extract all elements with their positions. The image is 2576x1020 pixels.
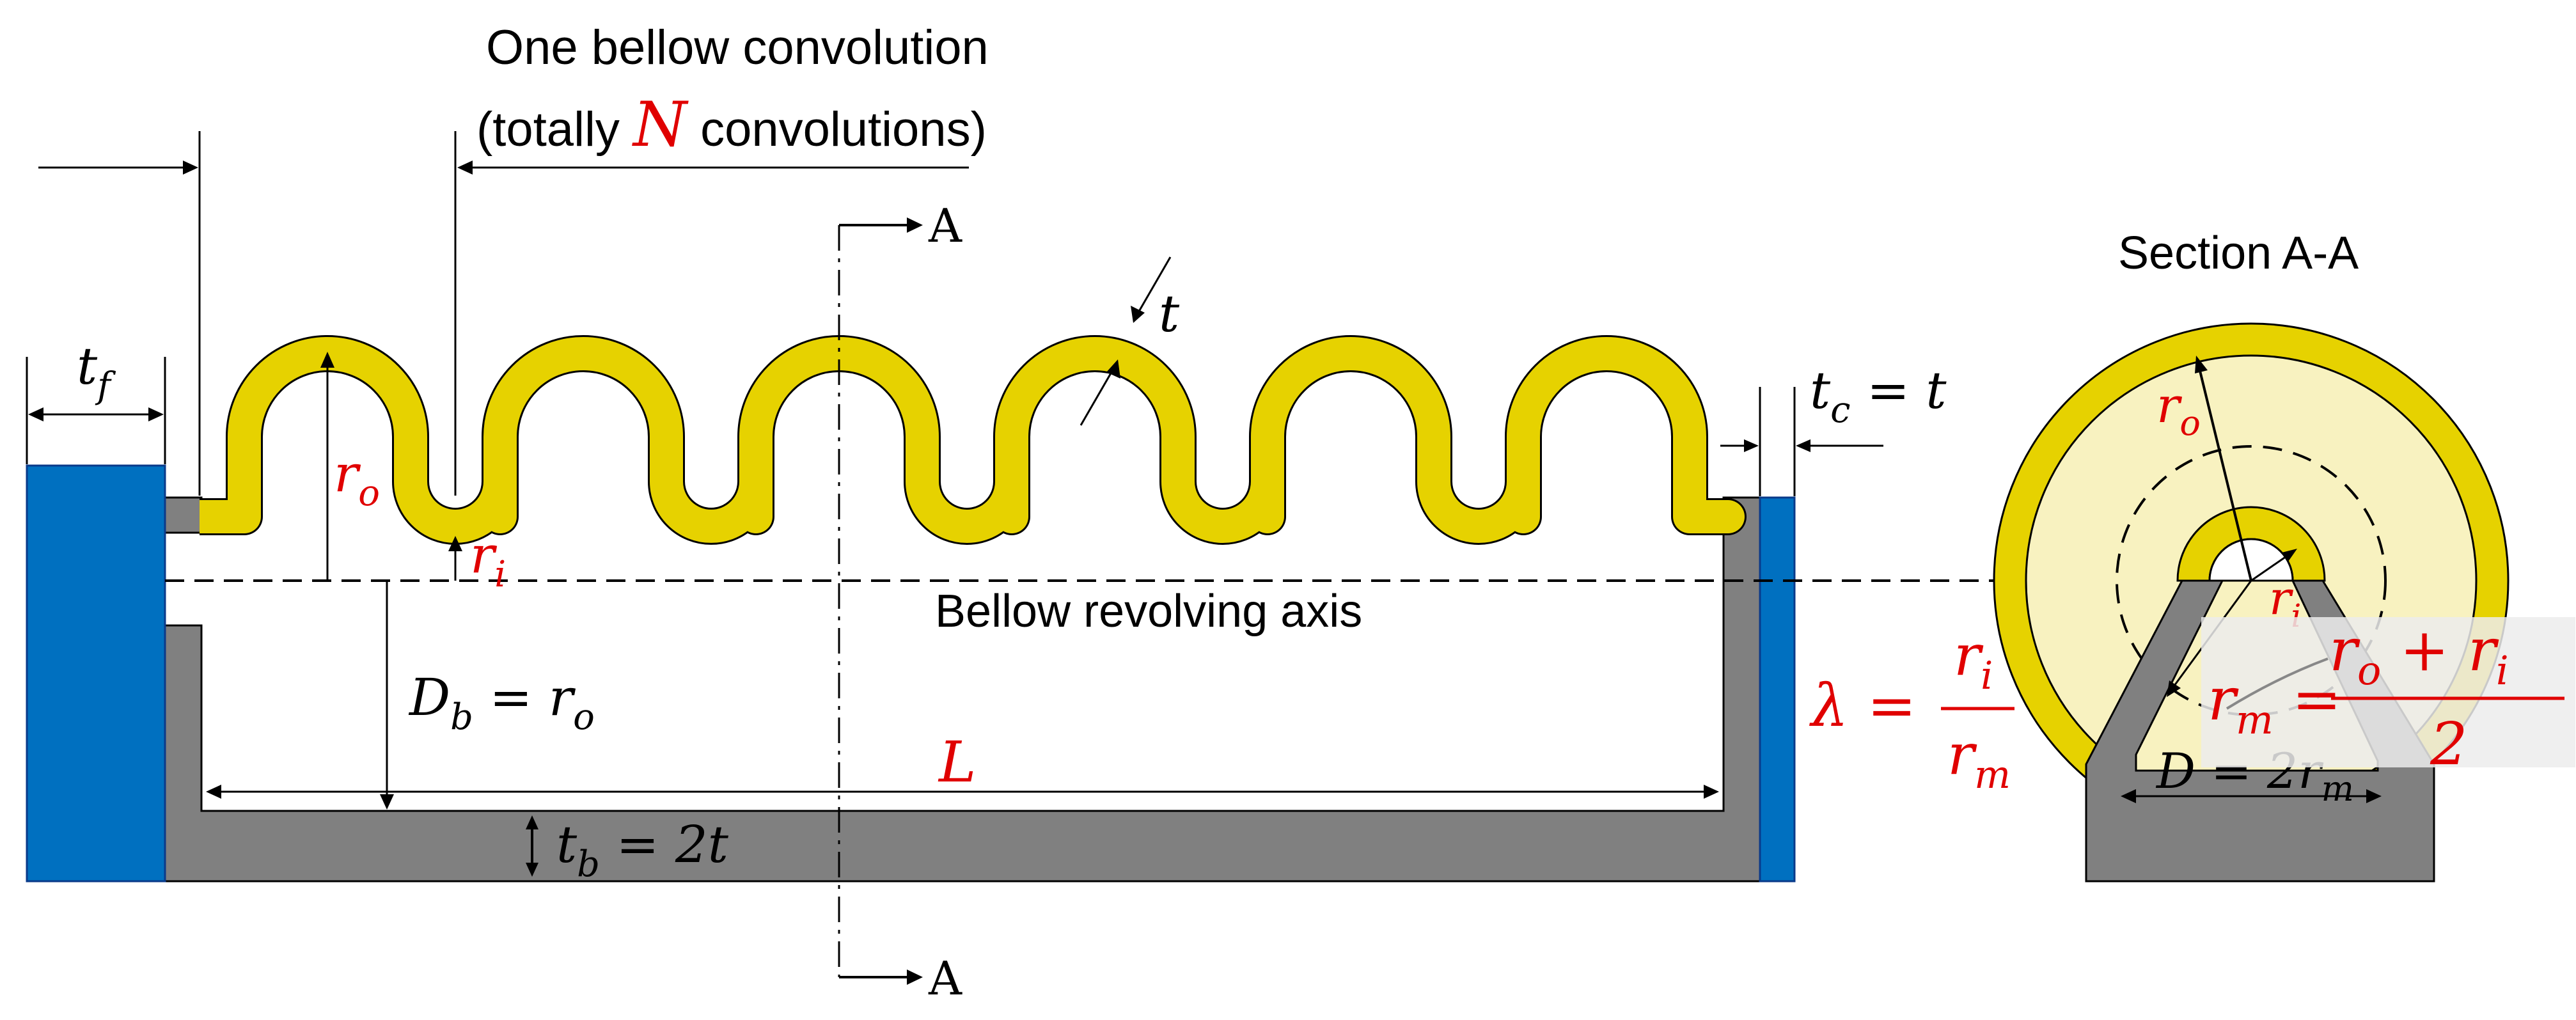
t-pointer-bottom (1080, 367, 1115, 426)
section-aa: Section A-A ro ri D = 2rm rm = ro + r (1993, 228, 2575, 883)
bellow-band (200, 337, 1745, 543)
bellow-convolutions (200, 335, 1747, 545)
arrowhead-icon (148, 407, 164, 421)
ro-label: ro (334, 444, 380, 514)
arrowhead-icon (2195, 356, 2208, 373)
arrowhead-icon (907, 969, 923, 985)
arrowhead-icon (448, 536, 462, 551)
arrowhead-icon (380, 794, 394, 810)
section-title: Section A-A (2118, 228, 2359, 279)
tb-label: tb = 2t (556, 815, 729, 885)
left-flange (26, 464, 166, 883)
arrowhead-icon (183, 161, 198, 175)
right-collar (1759, 496, 1796, 883)
rm-denominator: 2 (2430, 710, 2468, 778)
arrowhead-icon (526, 863, 538, 877)
tc-label: tc = t (1810, 361, 1947, 431)
arrowhead-icon (206, 785, 221, 799)
lambda-denominator: rm (1947, 721, 2011, 797)
gray-stub-left (164, 496, 203, 534)
arrowhead-icon (320, 352, 334, 368)
convolution-label-line2: (totally N convolutions) (476, 89, 987, 161)
arrowhead-icon (2282, 549, 2297, 561)
sec-ro-label: ro (2156, 377, 2201, 443)
section-mean-circle (2116, 445, 2387, 716)
rm-leader-icon (2226, 657, 2329, 710)
arrowhead-icon (526, 815, 538, 829)
base-body (164, 496, 1761, 883)
arrowhead-icon (907, 217, 923, 233)
arrowhead-icon (457, 161, 473, 175)
section-inner-hollow (2208, 538, 2294, 582)
t-label: t (1159, 284, 1180, 343)
arrowhead-icon (2167, 680, 2181, 697)
section-marker-top: A (928, 199, 962, 253)
arrowhead-icon (2121, 789, 2136, 803)
L-label: L (938, 729, 976, 795)
rm-formula-box (2201, 617, 2575, 767)
lambda-numerator: ri (1954, 622, 1993, 698)
arrowhead-icon (2366, 789, 2382, 803)
arrowhead-icon (1744, 439, 1759, 452)
section-marker-bottom: A (928, 952, 962, 1005)
rm-numerator: ro + ri (2329, 616, 2509, 694)
t-pointer-top (1136, 256, 1172, 315)
tf-label: tf (77, 336, 116, 407)
lambda-lhs: λ = (1809, 671, 1917, 740)
axis-label: Bellow revolving axis (935, 586, 1362, 637)
arrowhead-icon (1131, 306, 1145, 323)
sec-ri-line (2250, 554, 2289, 582)
Db-label: Db = ro (408, 668, 595, 738)
ri-label: ri (470, 525, 506, 595)
arrowhead-icon (28, 407, 43, 421)
arrowhead-icon (1704, 785, 1719, 799)
arrowhead-icon (1796, 439, 1810, 452)
arrowhead-icon (1106, 359, 1120, 379)
rm-lhs: rm = (2208, 665, 2341, 743)
convolution-label-line1: One bellow convolution (486, 20, 989, 75)
sec-ro-line (2199, 370, 2252, 581)
